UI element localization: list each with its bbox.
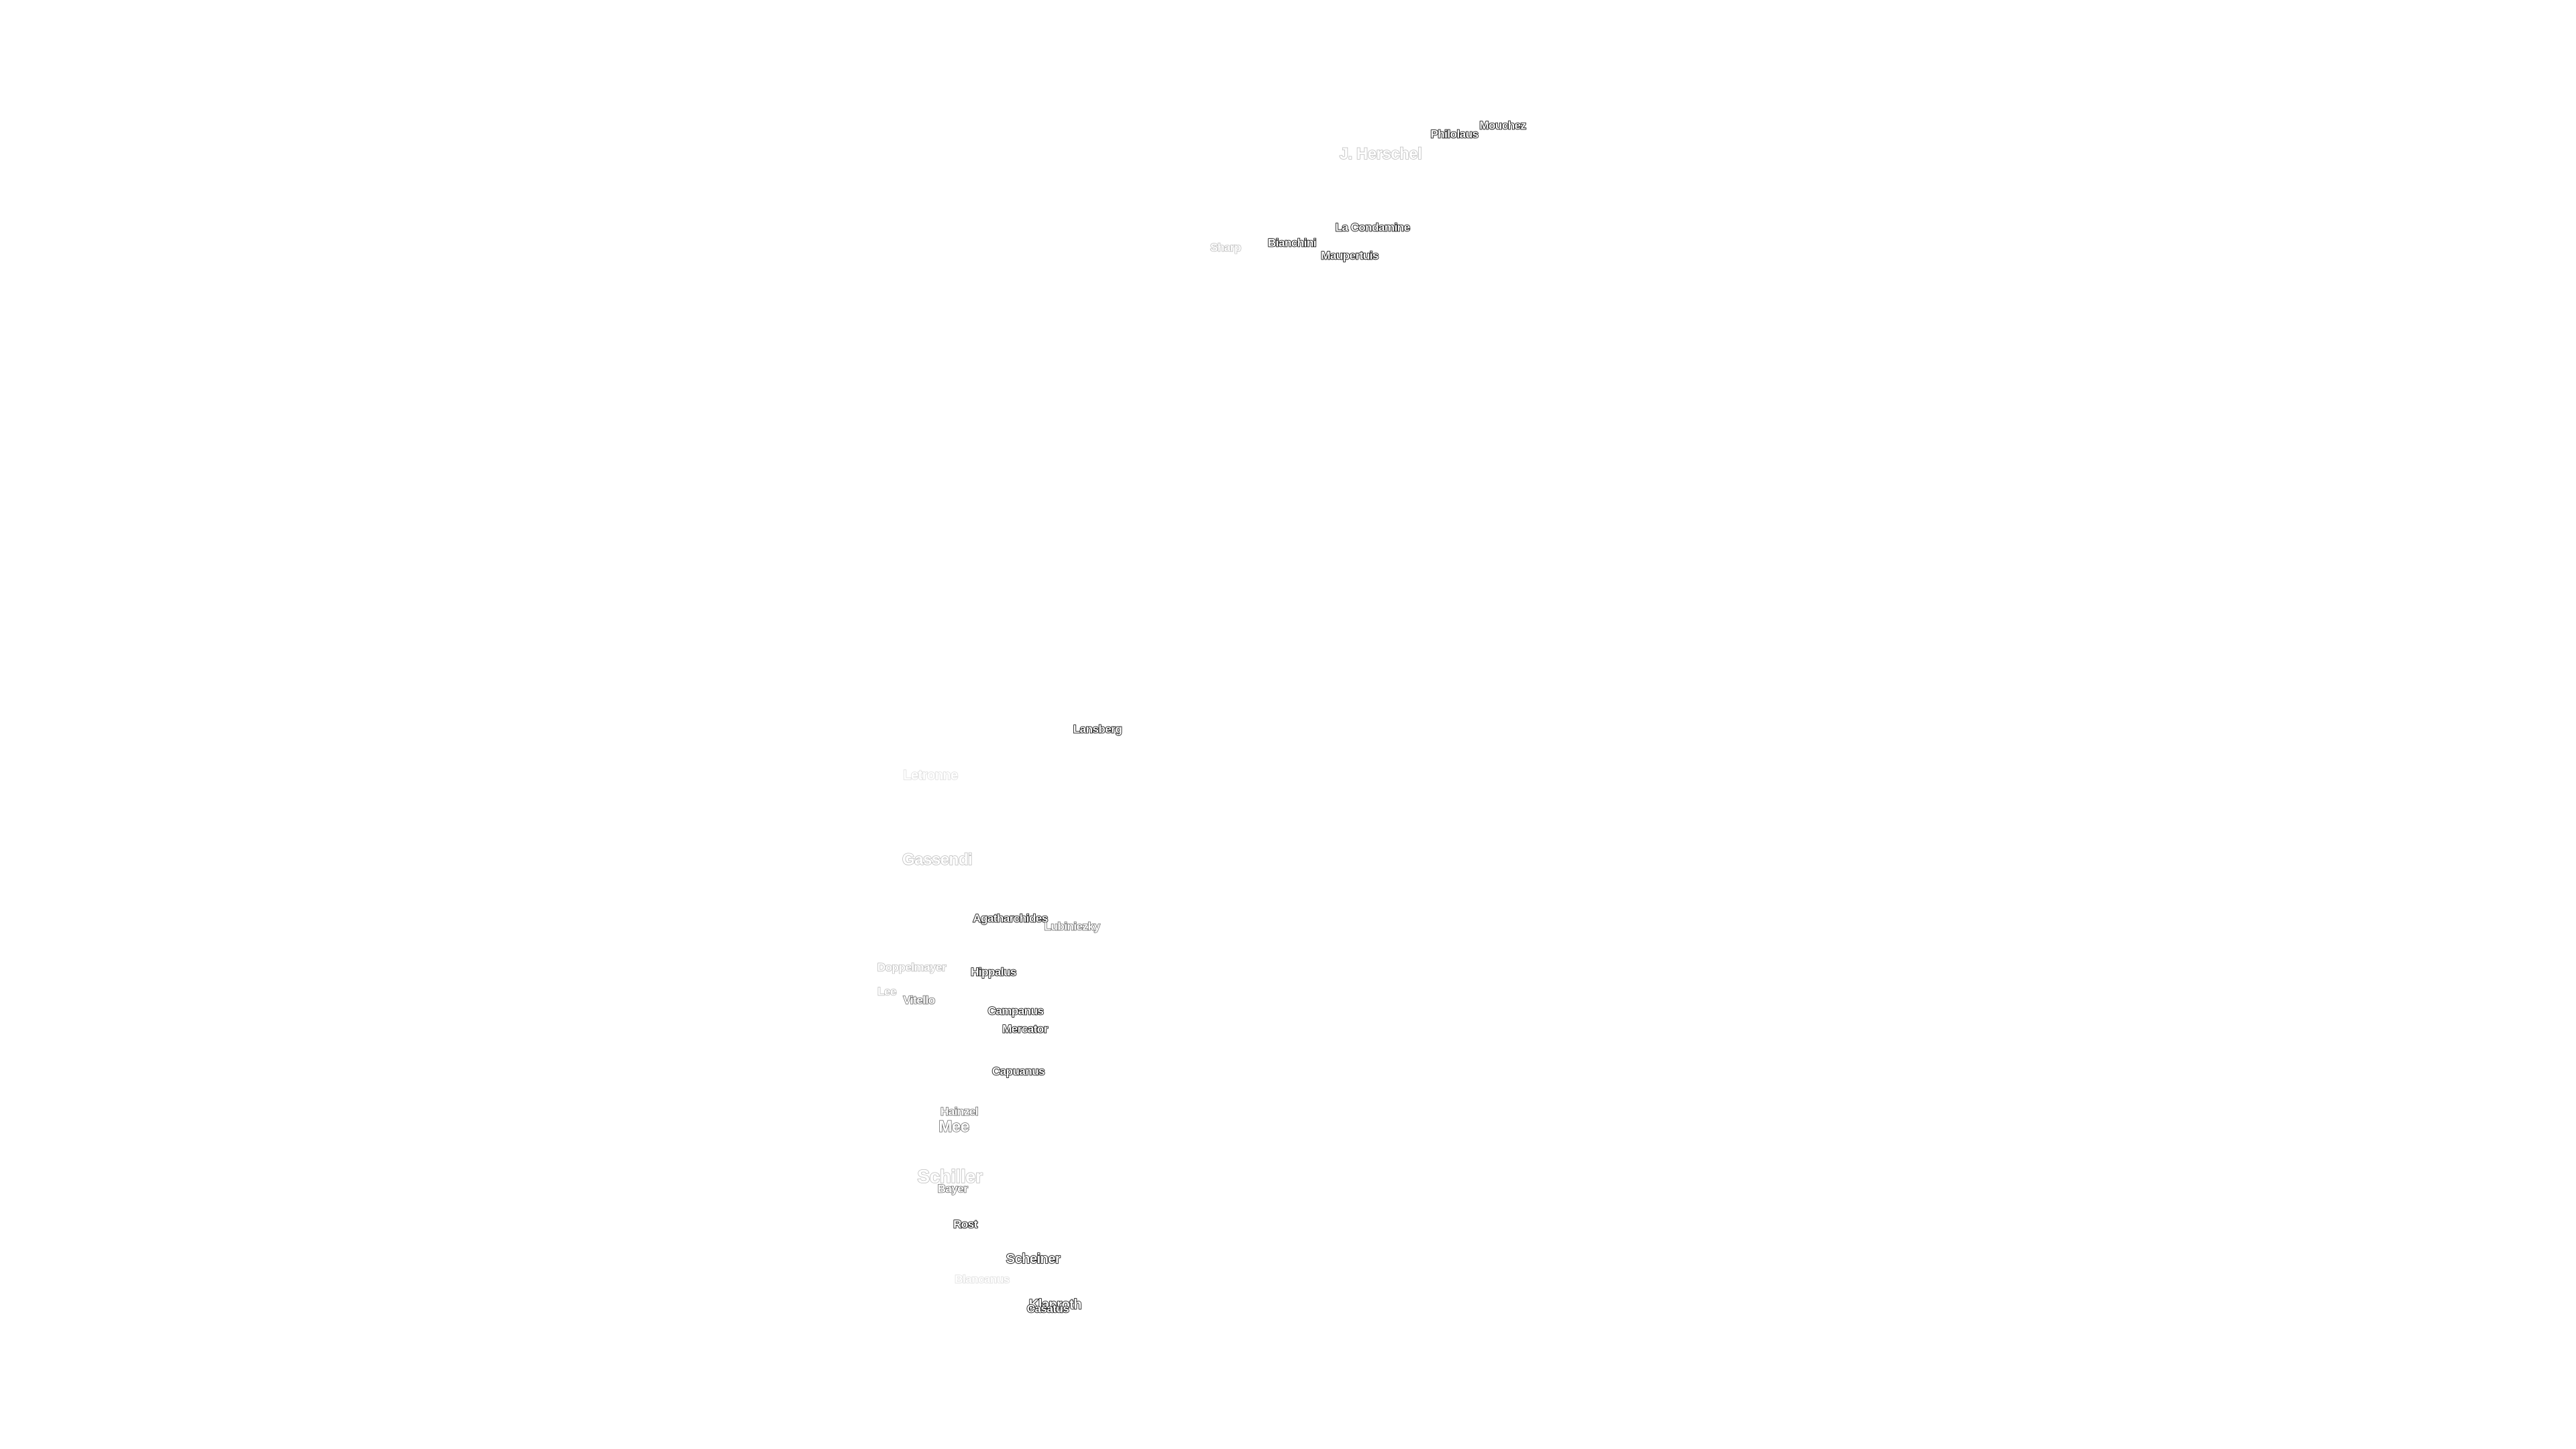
crater-label-campanus[interactable]: Campanus (987, 1004, 1044, 1018)
crater-label-bianchini[interactable]: Bianchini (1267, 236, 1317, 250)
crater-label-blancanus[interactable]: Blancanus (955, 1273, 1010, 1286)
crater-label-capuanus[interactable]: Capuanus (991, 1065, 1045, 1078)
crater-label-agatharchides[interactable]: Agatharchides (972, 912, 1049, 925)
crater-label-philolaus[interactable]: Philolaus (1430, 127, 1479, 141)
crater-label-mercator[interactable]: Mercator (1002, 1022, 1049, 1036)
crater-label-vitello[interactable]: Vitello (903, 994, 936, 1007)
crater-label-lee[interactable]: Lee (877, 985, 897, 998)
crater-label-sharp[interactable]: Sharp (1210, 241, 1242, 254)
crater-label-mouchez[interactable]: Mouchez (1479, 119, 1527, 132)
crater-label-hippalus[interactable]: Hippalus (970, 965, 1017, 979)
crater-label-letronne[interactable]: Letronne (902, 768, 959, 783)
crater-label-lansberg[interactable]: Lansberg (1073, 722, 1123, 736)
crater-label-mee[interactable]: Mee (938, 1118, 970, 1136)
crater-label-scheiner[interactable]: Scheiner (1006, 1252, 1061, 1267)
crater-label-hainzel[interactable]: Hainzel (940, 1105, 979, 1118)
crater-label-casatus[interactable]: Casatus (1026, 1302, 1070, 1316)
crater-label-bayer[interactable]: Bayer (937, 1182, 969, 1195)
crater-label-doppelmayer[interactable]: Doppelmayer (877, 961, 947, 974)
crater-label-gassendi[interactable]: Gassendi (902, 851, 973, 869)
crater-label-lubiniezky[interactable]: Lubiniezky (1044, 920, 1101, 933)
crater-label-rost[interactable]: Rost (953, 1218, 978, 1231)
crater-label-j-herschel[interactable]: J. Herschel (1339, 145, 1423, 163)
crater-label-klaproth[interactable]: Klaproth (1028, 1297, 1082, 1312)
crater-label-schiller[interactable]: Schiller (917, 1166, 983, 1187)
crater-label-maupertuis[interactable]: Maupertuis (1320, 249, 1379, 262)
crater-label-la-condamine[interactable]: La Condamine (1335, 221, 1411, 234)
